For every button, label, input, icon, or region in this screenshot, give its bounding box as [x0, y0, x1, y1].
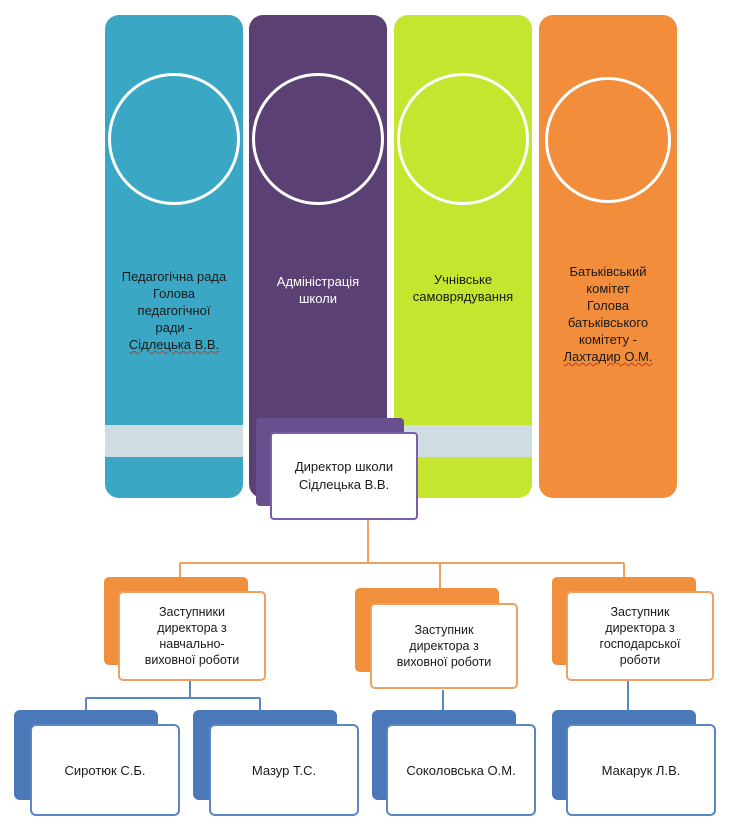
pillar-text: Педагогічна рада Голова педагогічної рад… [105, 268, 243, 353]
pillar-title: Батьківський [569, 264, 647, 279]
person-name: Макарук Л.В. [601, 762, 681, 778]
deputy-line: директора з [157, 621, 227, 635]
deputy-line: виховної роботи [144, 653, 240, 667]
director-name: Сідлецька В.В. [298, 477, 390, 492]
pillar-line: ради - [155, 320, 193, 335]
deputy-line: навчально- [159, 637, 225, 651]
pillar-title: Педагогічна рада [121, 269, 227, 284]
pillar-text: Батьківський комітет Голова батьківськог… [539, 263, 677, 365]
pillar-line: Голова [152, 286, 196, 301]
pillar-line: самоврядування [412, 289, 514, 304]
person-sokolovska-box: Соколовська О.М. [386, 724, 536, 816]
deputy-line: господарської [599, 637, 681, 651]
deputy-line: директора з [409, 639, 479, 653]
pillar-parent-committee: Батьківський комітет Голова батьківськог… [539, 15, 677, 498]
pillar-student-government: Учнівське самоврядування [394, 15, 532, 498]
pillar-pedagogical-council: Педагогічна рада Голова педагогічної рад… [105, 15, 243, 498]
pillar-line: Лахтадир О.М. [563, 349, 653, 364]
deputy-line: директора з [605, 621, 675, 635]
band-left [105, 425, 243, 457]
deputy-line: Заступник [414, 623, 474, 637]
deputy-maintenance-box: Заступник директора з господарської робо… [566, 591, 714, 681]
pillar-line: педагогічної [137, 303, 211, 318]
pillar-text: Адміністрація школи [249, 273, 387, 307]
deputy-line: Заступник [610, 605, 670, 619]
deputy-line: Заступники [159, 605, 225, 619]
deputy-academic-box: Заступники директора з навчально- виховн… [118, 591, 266, 681]
pillar-title: Адміністрація [276, 274, 360, 289]
circle-shape [108, 73, 240, 205]
director-title: Директор школи [294, 459, 394, 474]
deputy-upbringing-box: Заступник директора з виховної роботи [370, 603, 518, 689]
pillar-line: Сідлецька В.В. [128, 337, 220, 352]
person-name: Мазур Т.С. [251, 762, 317, 778]
pillar-line: Голова [586, 298, 630, 313]
circle-shape [397, 73, 529, 205]
deputy-line: роботи [619, 653, 661, 667]
circle-shape [545, 77, 671, 203]
pillar-line: комітету - [578, 332, 638, 347]
person-mazur-box: Мазур Т.С. [209, 724, 359, 816]
person-name: Соколовська О.М. [406, 762, 516, 778]
person-sirotiuk-box: Сиротюк С.Б. [30, 724, 180, 816]
pillar-line: комітет [586, 281, 630, 296]
pillar-line: школи [298, 291, 338, 306]
pillar-administration: Адміністрація школи [249, 15, 387, 498]
person-makaruk-box: Макарук Л.В. [566, 724, 716, 816]
deputy-line: виховної роботи [396, 655, 492, 669]
director-box: Директор школи Сідлецька В.В. [270, 432, 418, 520]
pillar-title: Учнівське [433, 272, 493, 287]
person-name: Сиротюк С.Б. [64, 762, 146, 778]
circle-shape [252, 73, 384, 205]
pillar-text: Учнівське самоврядування [394, 271, 532, 305]
pillar-line: батьківського [567, 315, 649, 330]
